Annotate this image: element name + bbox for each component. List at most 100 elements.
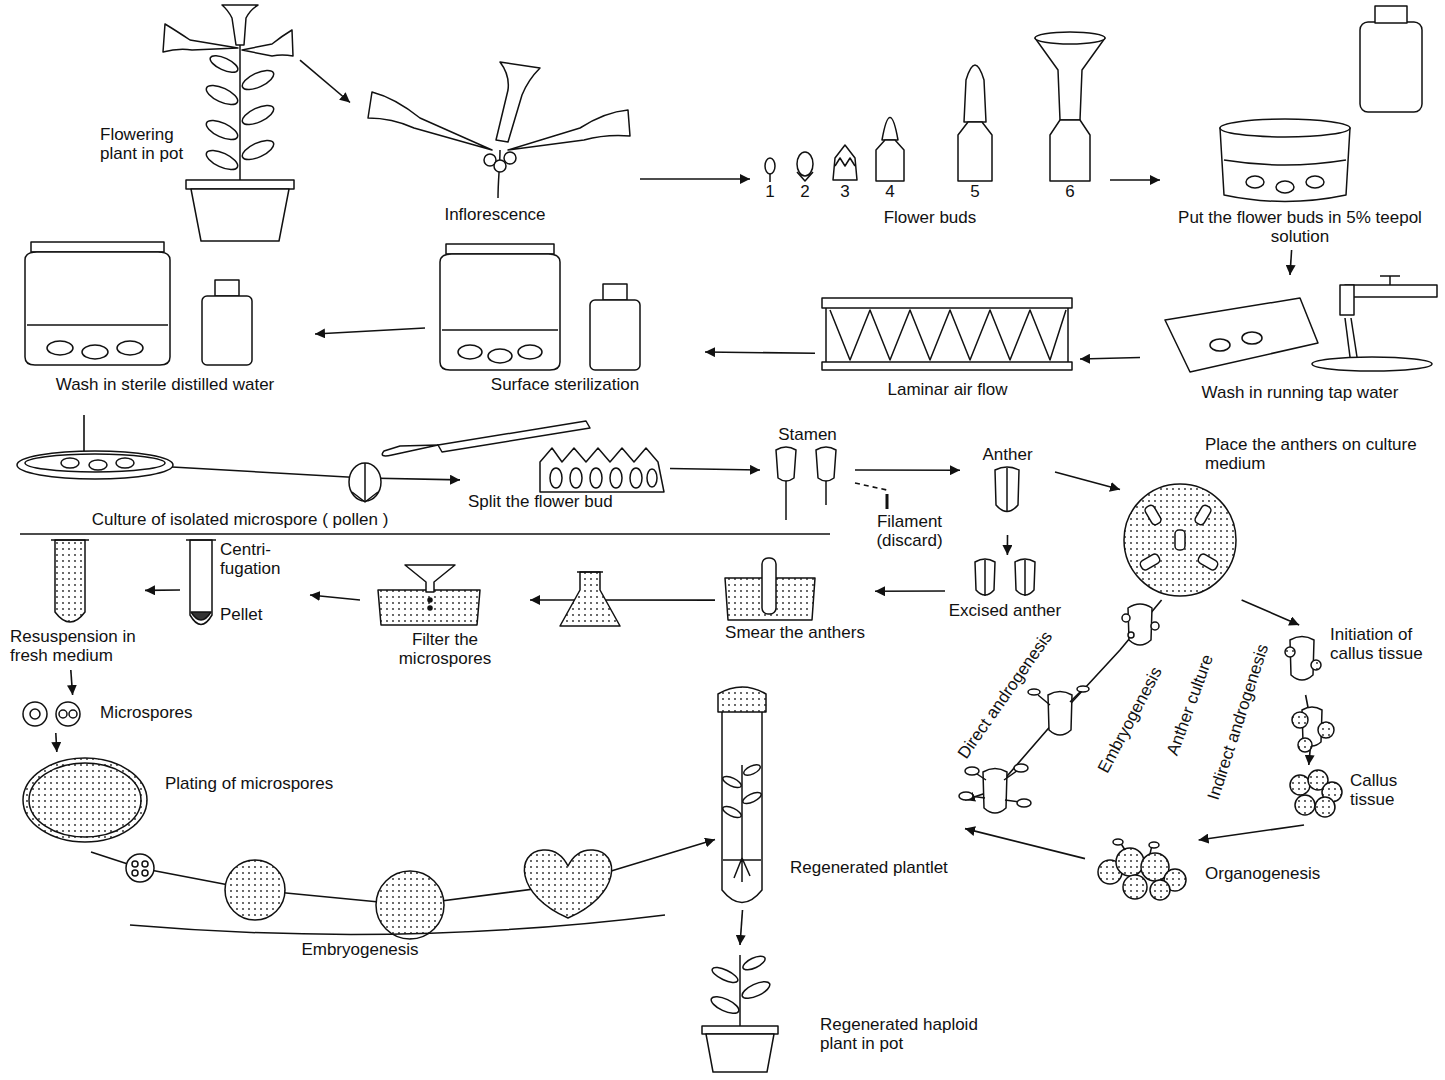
stage-caption: Smear the anthers [725, 623, 865, 642]
callus-stages [1292, 712, 1308, 728]
potted-plant [208, 52, 240, 76]
stage-figure: Regenerated haploid plant in pot [660, 945, 980, 1075]
filter-funnel [378, 590, 480, 625]
flower-bud-series [882, 118, 898, 141]
direct-androgenesis-stages [1077, 686, 1089, 692]
stage-figure: Smear the anthers [715, 555, 875, 665]
stage-label: Culture of isolated microspore ( pollen … [92, 510, 389, 529]
split-bud [550, 468, 562, 488]
inflorescence-drawing [368, 92, 492, 150]
beaker-and-bottle [1220, 128, 1350, 202]
sterilization-jar [590, 300, 640, 370]
embryo-stages [524, 850, 611, 918]
direct-androgenesis-stages [1128, 632, 1134, 638]
stage-figure: Callus tissue [1280, 765, 1440, 825]
stage-label: Anther culture [1163, 652, 1217, 758]
stage-figure: Initiation of callus tissue [1280, 625, 1440, 695]
direct-androgenesis-stages [1017, 799, 1031, 807]
microspore-drawing [69, 710, 77, 718]
tap-wash [1389, 276, 1391, 285]
flow-arrow [965, 829, 1085, 859]
stamen-drawing [776, 447, 887, 520]
direct-androgenesis-stages [959, 792, 973, 800]
culture-tube [721, 804, 743, 820]
microspore-drawing [30, 709, 40, 719]
embryo-stages [376, 871, 444, 939]
split-bud [570, 468, 582, 488]
filter-funnel [378, 565, 480, 625]
flow-arrow [1199, 825, 1304, 840]
dish-and-scalpel [61, 458, 79, 468]
microspore-drawing [59, 710, 67, 718]
tap-wash [1312, 357, 1432, 371]
stage-figure: Laminar air flow [815, 290, 1080, 405]
flask [560, 572, 620, 626]
culture-tube [742, 763, 762, 778]
flower-bud-series [769, 174, 771, 182]
flow-arrow [530, 599, 715, 601]
callus-stages [1116, 848, 1144, 876]
split-bud [590, 468, 602, 488]
potted-plant [191, 189, 289, 241]
tap-wash [1351, 318, 1357, 357]
rinse-jar [202, 296, 252, 365]
rinse-jar [25, 242, 252, 365]
tap-wash [1210, 339, 1230, 351]
direct-androgenesis-stages [970, 770, 1020, 802]
stage-figure: Surface sterilization [425, 240, 705, 400]
embryo-stages [132, 861, 138, 867]
callus-stages [1149, 842, 1159, 848]
culture-dish [1139, 553, 1161, 572]
stage-caption: Laminar air flow [815, 380, 1080, 399]
stage-figure: Inflorescence [350, 60, 640, 230]
microspore-drawing [56, 702, 80, 726]
inflorescence-drawing [496, 62, 540, 142]
potted-plant [739, 955, 741, 1026]
rinse-jar [31, 242, 164, 252]
potted-plant [706, 1034, 774, 1072]
split-bud [540, 448, 664, 492]
callus-stages [1123, 875, 1147, 899]
tap-wash [1242, 332, 1262, 344]
smear-beaker [725, 558, 815, 620]
culture-tube [718, 687, 766, 903]
sterilization-jar [488, 349, 512, 363]
beaker-and-bottle [1375, 6, 1407, 23]
inflorescence-drawing [504, 152, 516, 164]
callout-number: 1 [765, 182, 774, 201]
callout-number: 5 [970, 182, 979, 201]
potted-plant [163, 24, 238, 52]
dish-and-scalpel [17, 421, 590, 502]
callus-stages [1150, 880, 1170, 900]
potted-plant [702, 953, 778, 1072]
stage-caption: Regenerated haploid plant in pot [820, 1015, 980, 1053]
flower-bud-series [876, 140, 904, 181]
direct-androgenesis-stages [965, 767, 979, 775]
flower-bud-series [835, 158, 855, 166]
stage-caption: Organogenesis [1205, 864, 1425, 883]
embryo-stages [142, 861, 148, 867]
split-bud [540, 448, 664, 492]
direct-androgenesis-stages [1014, 764, 1028, 772]
potted-plant [702, 1026, 778, 1034]
flower-bud-series [797, 152, 813, 176]
tap-wash [1165, 298, 1318, 372]
culture-dish [1144, 504, 1163, 526]
plating-dish [23, 758, 147, 842]
sterilization-jar [440, 244, 640, 370]
split-bud [647, 469, 657, 487]
stage-caption: Wash in sterile distilled water [15, 375, 315, 394]
flow-arrow [1110, 179, 1160, 181]
stage-label: Embryogenesis [301, 940, 418, 959]
culture-dish [1124, 484, 1236, 596]
potted-plant [186, 180, 294, 189]
flow-arrow [310, 595, 360, 600]
culture-tube [741, 790, 763, 806]
sterilization-jar [518, 345, 542, 359]
plating-dish [29, 763, 141, 837]
resuspension-tube [51, 540, 89, 622]
flower-bud-series [797, 172, 813, 181]
potted-plant [240, 136, 277, 163]
